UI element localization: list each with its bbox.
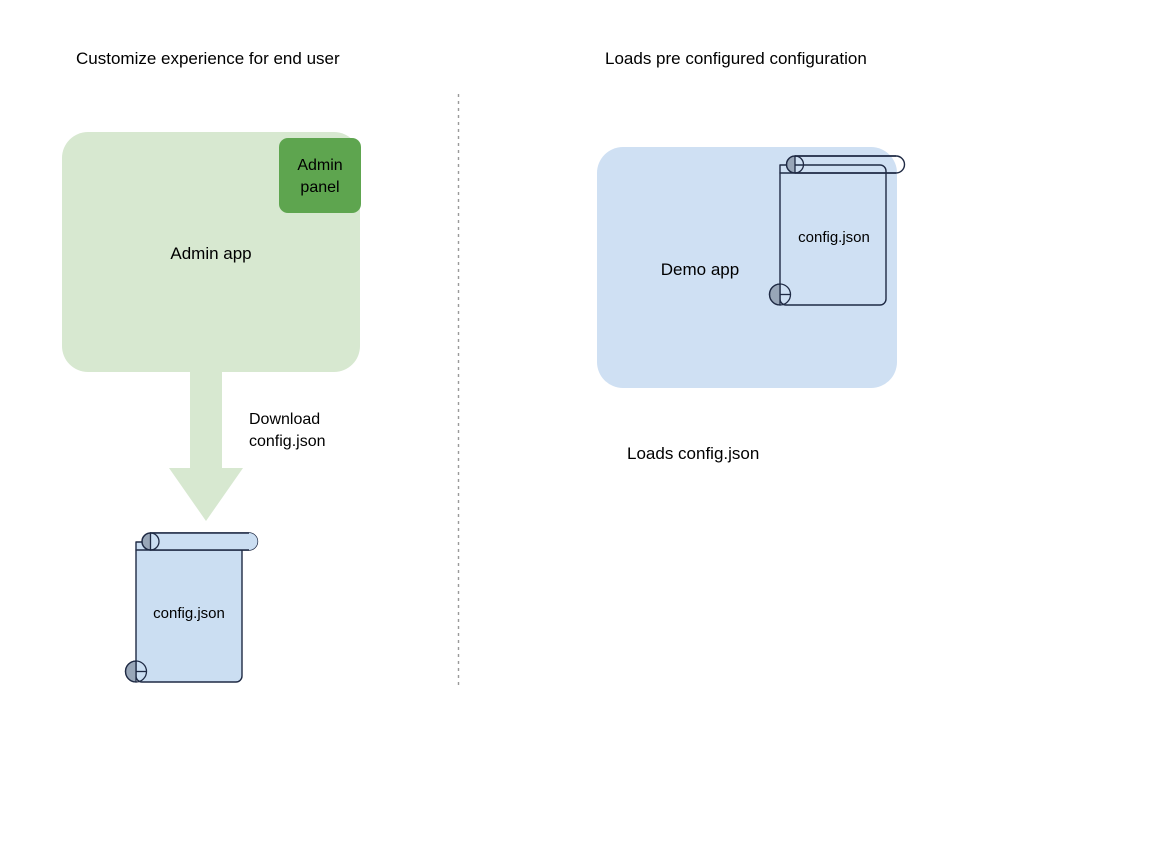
config-json-label-right: config.json [798,229,870,246]
admin-panel-label: Admin panel [279,155,361,198]
document-top-roll-left-fill [150,533,258,550]
demo-app-label: Demo app [660,260,740,279]
config-json-label-left: config.json [153,605,225,622]
admin-panel-label-line2: panel [300,178,340,196]
right-column-title: Loads pre configured configuration [605,49,867,68]
admin-panel-label-line1: Admin [297,157,343,174]
document-top-curl-outline-right [785,155,805,174]
document-top-roll-right [779,155,906,174]
admin-panel-box[interactable] [279,138,361,213]
config-json-document-right[interactable] [768,155,906,306]
document-top-curl-outline-left [141,532,160,551]
document-bottom-curl-left [124,660,137,683]
left-column-title: Customize experience for end user [76,49,340,68]
download-arrow-label-line1: Download [249,411,321,428]
config-json-document-left[interactable] [124,532,259,683]
download-arrow-label: Download config.json [249,409,326,453]
admin-app-label: Admin app [170,244,252,263]
demo-app-box[interactable] [597,147,897,388]
loads-config-caption: Loads config.json [627,444,760,463]
download-arrow-label-line2: config.json [249,433,326,451]
document-page-right [779,164,887,306]
download-arrow [169,330,243,521]
